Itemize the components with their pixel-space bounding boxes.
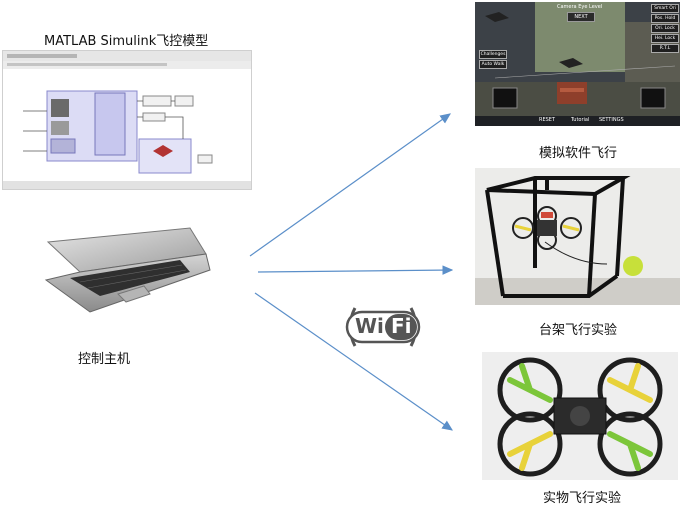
real-drone-photo — [482, 352, 678, 480]
wifi-wi-text: Wi — [355, 314, 384, 338]
sim-next-button[interactable]: NEXT — [567, 12, 595, 22]
sim-bottom-button-3[interactable]: SETTINGS — [599, 117, 624, 123]
sim-top-label: Camera Eye Level — [557, 4, 603, 10]
sim-right-button-5[interactable]: R.T.L — [651, 44, 679, 53]
laptop-image — [40, 220, 212, 315]
simulink-diagram-canvas — [3, 51, 251, 189]
sim-right-button-3[interactable]: Ori. Lock — [651, 24, 679, 33]
arrow-to-simulator — [249, 113, 451, 257]
simulink-screenshot — [2, 50, 252, 190]
host-label: 控制主机 — [78, 352, 131, 367]
real-flight-label: 实物飞行实验 — [543, 491, 622, 506]
sim-left-button-1[interactable]: Challenges — [479, 50, 507, 59]
sim-right-button-4[interactable]: Hei. Lock — [651, 34, 679, 43]
sim-bottom-button-2[interactable]: Tutorial — [571, 117, 590, 123]
wifi-fi-text: Fi — [391, 314, 412, 338]
simulator-label: 模拟软件飞行 — [539, 146, 618, 161]
simulator-screenshot: Camera Eye Level NEXT Smart Ori Pos. Hol… — [475, 2, 680, 126]
sim-bottom-button-1[interactable]: RESET — [539, 117, 556, 123]
arrow-to-rig — [257, 265, 454, 275]
rig-label: 台架飞行实验 — [539, 323, 618, 338]
sim-right-button-2[interactable]: Pos. Hold — [651, 14, 679, 23]
sim-left-button-2[interactable]: Auto Walk — [479, 60, 507, 69]
test-rig-photo — [475, 168, 680, 305]
matlab-title: MATLAB Simulink飞控模型 — [44, 34, 209, 49]
sim-right-button-1[interactable]: Smart Ori — [651, 4, 679, 13]
wifi-logo: Wi Fi — [341, 302, 425, 352]
